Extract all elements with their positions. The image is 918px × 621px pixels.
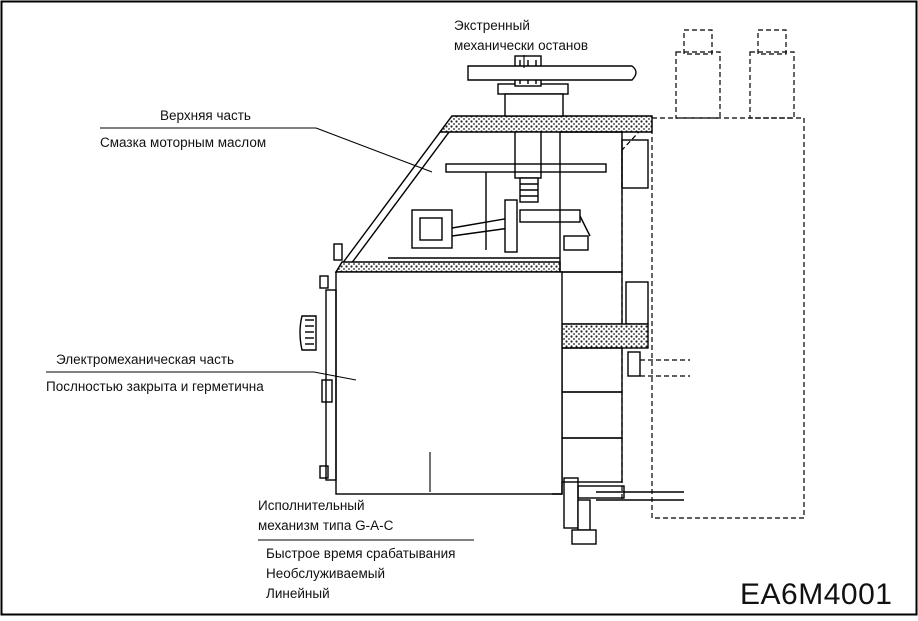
leader-lines bbox=[46, 55, 525, 541]
electromech-sealed-label: Послностью закрыта и герметична bbox=[46, 379, 264, 394]
upper-lubrication-label: Смазка моторным маслом bbox=[100, 135, 266, 150]
actuator-feature-linear: Линейный bbox=[266, 586, 330, 601]
figure-code: EA6M4001 bbox=[740, 578, 892, 611]
emergency-stop-label-line1: Экстренный bbox=[454, 18, 530, 33]
labels: Экстренный механически останов Верхняя ч… bbox=[46, 18, 892, 611]
actuator-feature-maintenance-free: Необслуживаемый bbox=[266, 566, 385, 581]
emergency-stop-label-line2: механически останов bbox=[454, 38, 588, 53]
upper-part-label: Верхняя часть bbox=[160, 108, 251, 123]
dashed-housing bbox=[621, 29, 805, 519]
electromech-part-label: Электромеханическая часть bbox=[56, 352, 234, 367]
actuator-label-line2: механизм типа G-A-C bbox=[258, 518, 394, 533]
actuator-feature-fast: Быстрое время срабатывания bbox=[266, 546, 455, 561]
actuator-label-line1: Исполнительный bbox=[258, 498, 365, 513]
actuator-body bbox=[299, 55, 684, 545]
